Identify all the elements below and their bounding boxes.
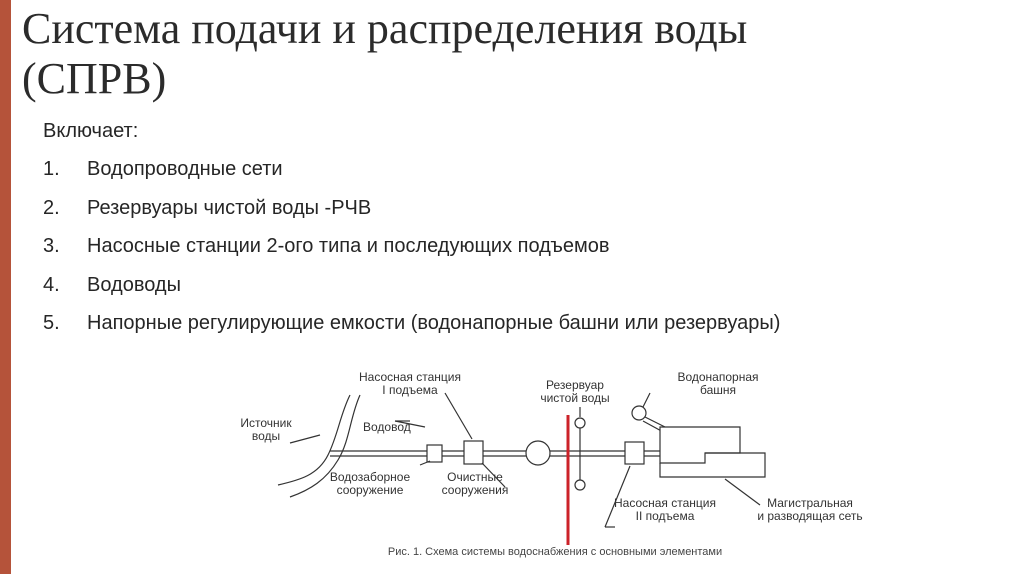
title-line-2: (СПРВ) [22,54,167,103]
network-block-lower [659,452,766,478]
list-text: Насосные станции 2-ого типа и последующи… [87,235,610,257]
list-text: Водопроводные сети [87,158,283,180]
list-text: Водоводы [87,273,181,296]
list-number: 2. [43,196,60,219]
list-item: 1. Водопроводные сети [43,150,780,189]
river-bank-left [277,394,351,486]
reservoir-circle [525,440,551,466]
valve-top-circle [574,417,586,429]
list-item: 5. Напорные регулирующие емкости (водонап… [43,304,780,343]
list-item: 3. Насосные станции 2-ого типа и последую… [43,227,780,266]
list-number: 3. [43,235,60,257]
list-text: Напорные регулирующие емкости (водонапор… [87,312,781,334]
list-item: 4. Водоводы [43,266,780,305]
intro-text: Включает: [43,120,139,142]
river-bank-right [289,394,361,498]
label-conduit: Водовод [363,420,411,434]
slide-title: Система подачи и распределения воды (СПР… [22,4,1002,104]
accent-bar [0,0,11,574]
title-line-1: Система подачи и распределения воды [22,4,748,53]
components-list: 1. Водопроводные сети 2. Резервуары чистой… [43,150,780,343]
valve-bottom-circle [574,479,586,491]
list-number: 1. [43,158,60,180]
list-number: 4. [43,273,60,296]
content-list-block: Включает: 1. Водопроводные сети 2. Резерву… [43,112,780,343]
network-block [659,426,741,464]
diagram-caption: Рис. 1. Схема системы водоснабжения с ос… [388,546,722,558]
list-text: Резервуары чистой воды -РЧВ [87,196,372,219]
pump-station-2-box [624,441,645,465]
tower-circle [631,405,647,421]
intake-box [426,444,443,463]
list-number: 5. [43,312,60,334]
pump-station-1-box [463,440,484,465]
list-item: 2. Резервуары чистой воды -РЧВ [43,189,780,228]
